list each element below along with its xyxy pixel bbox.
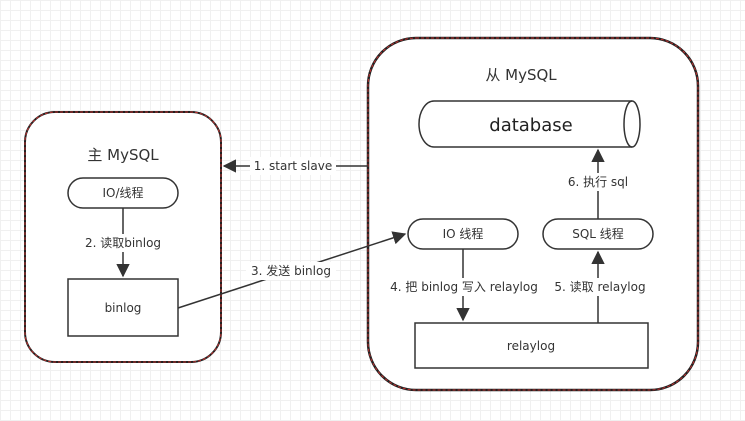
master-io-thread-label: IO/线程 [102,185,143,200]
sql-thread-label: SQL 线程 [572,226,624,241]
database-label: database [489,115,572,136]
edge-write-relaylog: 4. 把 binlog 写入 relaylog [384,249,544,322]
binlog-label: binlog [105,301,142,315]
binlog-node: binlog [67,278,179,337]
database-cylinder: database [418,100,641,148]
edge-read-relaylog: 5. 读取 relaylog [550,250,650,323]
master-title: 主 MySQL [87,146,159,164]
edge-read-binlog-label: 2. 读取binlog [85,236,161,250]
edge-start-slave-label: 1. start slave [254,159,332,173]
edge-exec-sql-label: 6. 执行 sql [568,175,628,189]
slave-title: 从 MySQL [485,66,557,84]
slave-io-thread-label: IO 线程 [443,226,484,241]
edge-start-slave: 1. start slave [222,157,368,175]
sql-thread-node: SQL 线程 [542,218,654,250]
edge-send-binlog-label: 3. 发送 binlog [251,263,331,278]
edge-read-relaylog-label: 5. 读取 relaylog [554,280,645,294]
edge-send-binlog: 3. 发送 binlog [177,231,407,309]
slave-io-thread-node: IO 线程 [407,218,519,250]
edge-read-binlog: 2. 读取binlog [78,208,168,278]
relaylog-node: relaylog [414,322,649,369]
relaylog-label: relaylog [507,339,555,353]
edge-write-relaylog-label: 4. 把 binlog 写入 relaylog [390,280,538,294]
edge-exec-sql: 6. 执行 sql [563,148,633,219]
master-io-thread-node: IO/线程 [67,177,179,209]
